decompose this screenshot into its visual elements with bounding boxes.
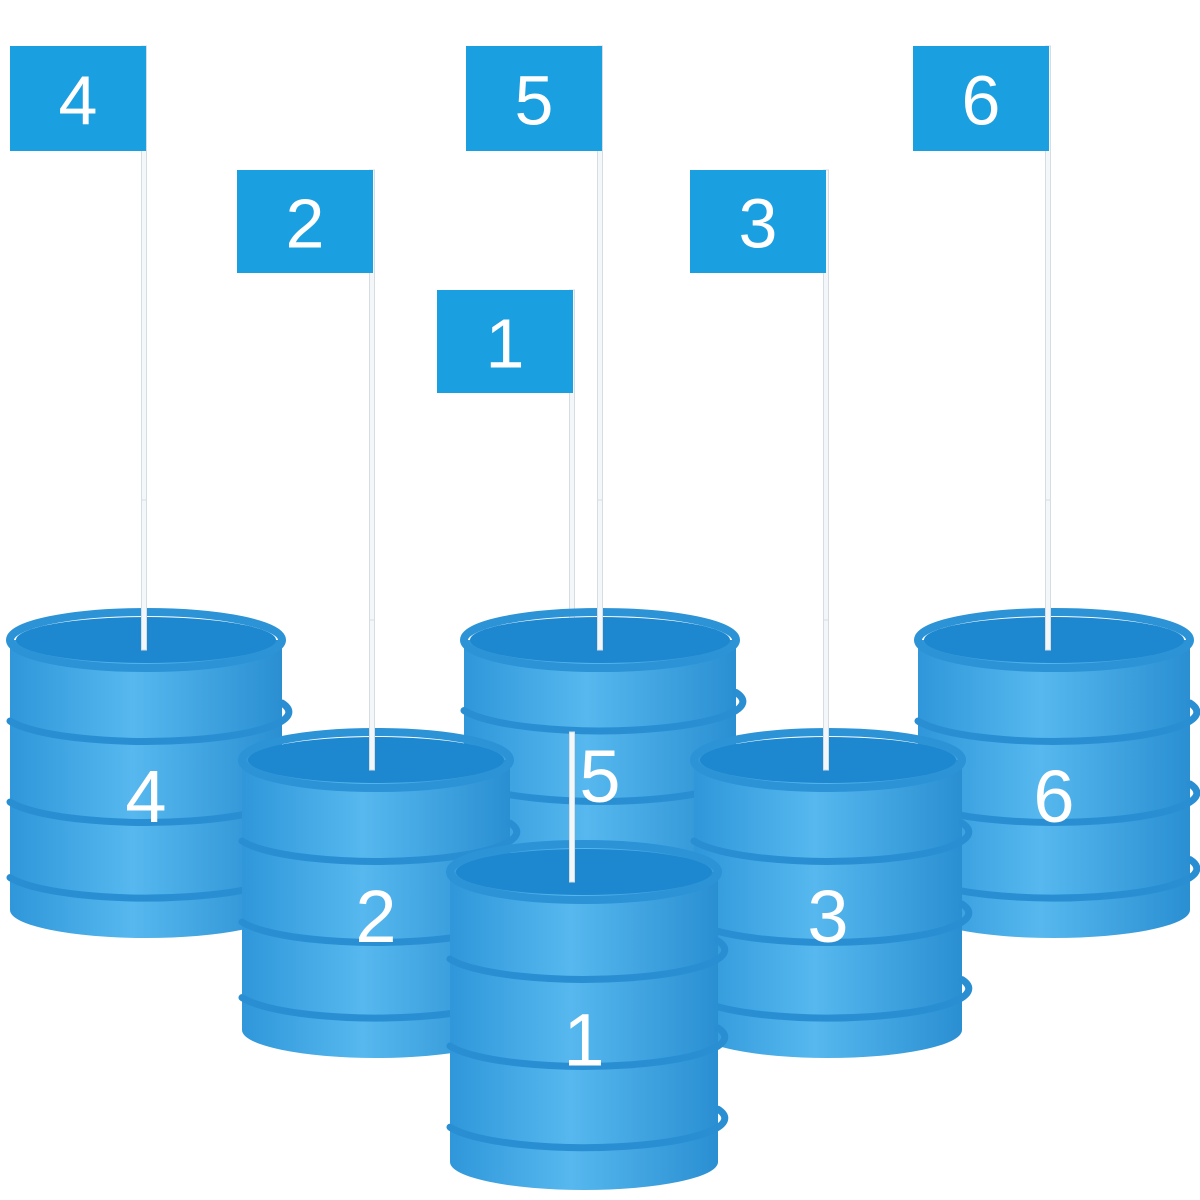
bucket-band (238, 819, 521, 865)
bucket-opening-1 (456, 849, 712, 895)
bucket-band (690, 976, 973, 1022)
bucket-body-2 (242, 760, 510, 1058)
bucket-body-1 (450, 872, 718, 1190)
bucket-body-6 (918, 640, 1190, 938)
buckets-layer: 4 5 6 2 3 1 (6, 499, 1200, 1190)
flag-number-3: 3 (739, 185, 778, 263)
flag-number-5: 5 (515, 62, 554, 140)
flags-layer: 4 5 6 2 3 1 (10, 45, 1051, 883)
flag-pole-upper-2 (369, 619, 375, 771)
bucket-rim-2 (238, 728, 514, 792)
bucket-number-5: 5 (579, 735, 620, 818)
flag-cloth-3 (690, 170, 826, 273)
flag-number-1: 1 (486, 305, 525, 383)
flag-6: 6 (913, 45, 1051, 651)
bucket-band (6, 699, 293, 745)
bucket-3: 3 (690, 619, 973, 1058)
flag-pole-upper-6 (1045, 499, 1051, 651)
flag-cloth-5 (466, 46, 602, 151)
bucket-band (690, 819, 973, 865)
flag-number-6: 6 (962, 62, 1001, 140)
bucket-opening-2 (248, 737, 504, 783)
bucket-number-1: 1 (563, 999, 604, 1082)
bucket-band (446, 1024, 729, 1070)
bucket-band (914, 699, 1200, 745)
flag-5: 5 (466, 45, 603, 651)
flag-cloth-1 (437, 290, 573, 393)
flag-pole-upper-5 (597, 499, 603, 651)
bucket-band (460, 689, 747, 735)
flag-4: 4 (10, 45, 147, 651)
flag-cloth-2 (237, 170, 373, 273)
bucket-number-3: 3 (807, 875, 848, 958)
flag-pole-upper-4 (141, 499, 147, 651)
bucket-number-6: 6 (1033, 755, 1074, 838)
bucket-number-4: 4 (125, 755, 166, 838)
bucket-body-5 (464, 640, 736, 903)
bucket-5: 5 (460, 499, 747, 903)
bucket-band (446, 1105, 729, 1152)
flag-pole-upper-1 (569, 731, 575, 883)
flag-cloth-6 (913, 46, 1049, 151)
bucket-body-4 (10, 640, 282, 938)
flag-pole-upper-3 (823, 619, 829, 771)
flag-1: 1 (437, 289, 575, 883)
flag-number-4: 4 (59, 62, 98, 140)
bucket-opening-6 (924, 617, 1184, 663)
bucket-body-3 (694, 760, 962, 1058)
flag-number-2: 2 (286, 185, 325, 263)
bucket-band (446, 937, 729, 983)
flag-3: 3 (690, 169, 829, 771)
bucket-1: 1 (446, 731, 729, 1190)
bucket-band (690, 900, 973, 946)
bucket-number-2: 2 (355, 875, 396, 958)
flag-cloth-4 (10, 46, 146, 151)
bucket-rim-1 (446, 840, 722, 904)
bucket-rim-6 (914, 608, 1194, 672)
